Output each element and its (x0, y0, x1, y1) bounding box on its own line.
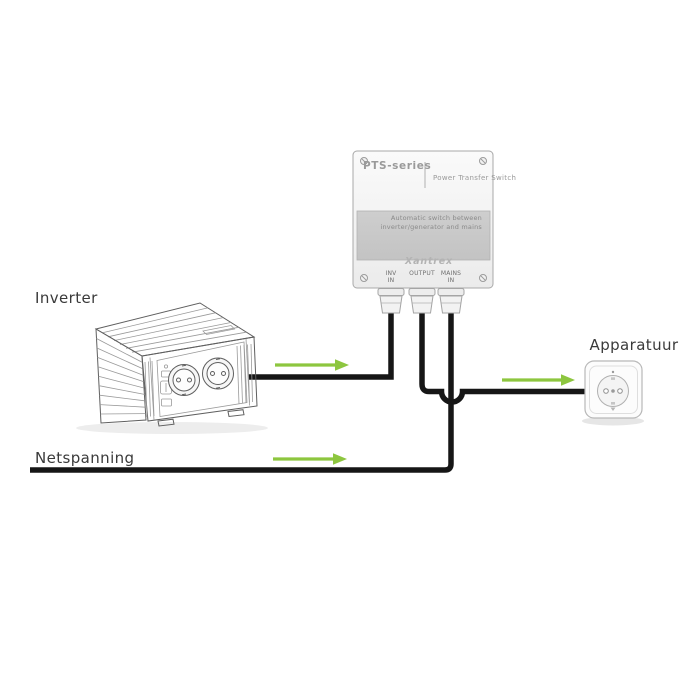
pts-series-title: PTS-series (363, 160, 432, 172)
port-label-output: OUTPUT (402, 270, 442, 277)
port-label-line: IN (387, 277, 395, 284)
port-label-line: INV (385, 270, 397, 277)
flow-arrow-inverter-to-pts (275, 359, 349, 371)
pts-description-line2: inverter/generator and mains (380, 223, 482, 231)
pts-description-line1: Automatic switch between (390, 214, 482, 222)
pts-product-title: Power Transfer Switch (433, 174, 517, 182)
wall-socket-illustration (584, 360, 643, 419)
port-label-line: IN (447, 277, 455, 284)
port-label-mains-in: MAINS IN (431, 270, 471, 284)
port-label-line: OUTPUT (409, 270, 435, 277)
inverter-label: Inverter (35, 289, 98, 307)
apparatuur-label: Apparatuur (589, 336, 679, 354)
netspanning-label: Netspanning (35, 449, 135, 467)
port-label-inv-in: INV IN (371, 270, 411, 284)
flow-arrow-mains (273, 453, 347, 465)
screw-icon (360, 274, 368, 282)
flow-arrow-pts-to-socket (502, 374, 575, 386)
pts-description: Automatic switch between inverter/genera… (368, 214, 482, 232)
inverter-outlet (168, 364, 200, 396)
inverter-shadow (76, 422, 268, 434)
cable-inverter-to-pts (248, 306, 394, 380)
cable-mains-in (30, 306, 454, 473)
cable-gland (377, 288, 405, 314)
cable-pts-output-to-socket (419, 306, 585, 405)
screw-icon (479, 274, 487, 282)
inverter-outlet (202, 357, 234, 390)
socket-shadow (582, 416, 644, 426)
pts-box (352, 150, 494, 314)
cable-gland (437, 288, 465, 314)
cable-gland (408, 288, 436, 314)
port-label-line: MAINS (440, 270, 462, 277)
inverter-illustration (94, 302, 258, 427)
screw-icon (360, 157, 368, 165)
brand-logo: Xantrex (405, 256, 453, 267)
pts-description-panel (356, 210, 491, 261)
screw-icon (479, 157, 487, 165)
